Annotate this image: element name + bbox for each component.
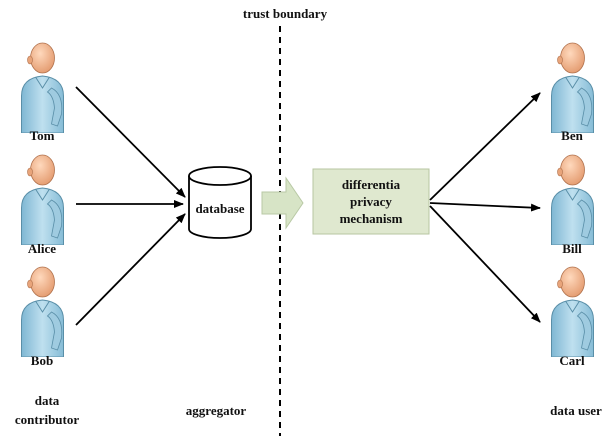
arrow-mechanism-to-bill [429, 202, 541, 212]
person-icon-alice [20, 154, 65, 245]
person-icon-bill [550, 154, 595, 245]
mechanism-line-3: mechanism [340, 211, 403, 226]
person-icon-bob [20, 266, 65, 357]
caption-data-contributor-line2: contributor [15, 412, 80, 427]
arrow-bob-to-database [75, 213, 186, 326]
person-icon-ben [550, 42, 595, 133]
mechanism-line-2: privacy [350, 194, 392, 209]
user-name-bill: Bill [562, 241, 582, 256]
person-icon-carl [550, 266, 595, 357]
person-icon-tom [20, 42, 65, 133]
database-label: database [195, 201, 244, 216]
privacy-mechanism-box [312, 168, 430, 235]
mechanism-line-1: differentia [342, 177, 401, 192]
database-cylinder-icon [188, 166, 252, 239]
contributor-name-bob: Bob [31, 353, 53, 368]
arrow-tom-to-database [75, 86, 186, 198]
caption-aggregator: aggregator [186, 403, 247, 418]
user-name-ben: Ben [561, 128, 583, 143]
arrow-mechanism-to-carl [429, 205, 541, 323]
contributor-name-alice: Alice [28, 241, 56, 256]
trust-boundary-label: trust boundary [243, 6, 328, 21]
user-name-carl: Carl [559, 353, 585, 368]
caption-data-user: data user [550, 403, 602, 418]
contributor-name-tom: Tom [30, 128, 55, 143]
arrow-mechanism-to-ben [429, 92, 541, 201]
block-arrow-icon [261, 176, 304, 230]
caption-data-contributor-line1: data [35, 393, 60, 408]
